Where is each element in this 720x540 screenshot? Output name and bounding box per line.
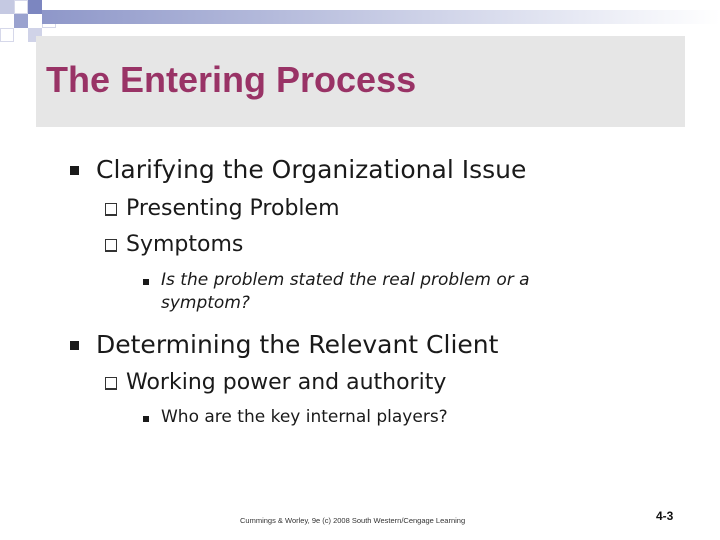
decor-square <box>14 14 28 28</box>
sub-bullet-text: symptom? <box>161 293 250 313</box>
square-bullet-icon <box>70 166 79 175</box>
top-gradient-bar <box>42 10 720 24</box>
decor-square <box>28 0 42 14</box>
square-bullet-icon <box>143 279 149 285</box>
slide-title: The Entering Process <box>46 59 417 100</box>
section-heading: Determining the Relevant Client <box>96 330 499 359</box>
sub-bullet-text: Who are the key internal players? <box>161 407 448 427</box>
title-band <box>36 36 685 127</box>
bullet-item: Presenting Problem <box>126 196 340 221</box>
checkbox-bullet-icon <box>105 203 117 216</box>
section-heading: Clarifying the Organizational Issue <box>96 155 527 184</box>
checkbox-bullet-icon <box>105 239 117 252</box>
footer-credit: Cummings & Worley, 9e (c) 2008 South Wes… <box>240 516 466 525</box>
page-number: 4-3 <box>656 509 674 523</box>
bullet-item: Symptoms <box>126 232 244 257</box>
decor-square <box>0 0 14 14</box>
checkbox-bullet-icon <box>105 377 117 390</box>
square-bullet-icon <box>143 416 149 422</box>
decor-square <box>14 0 28 14</box>
sub-bullet-text: Is the problem stated the real problem o… <box>161 270 530 290</box>
square-bullet-icon <box>70 341 79 350</box>
decor-square <box>0 28 14 42</box>
bullet-item: Working power and authority <box>126 370 447 395</box>
